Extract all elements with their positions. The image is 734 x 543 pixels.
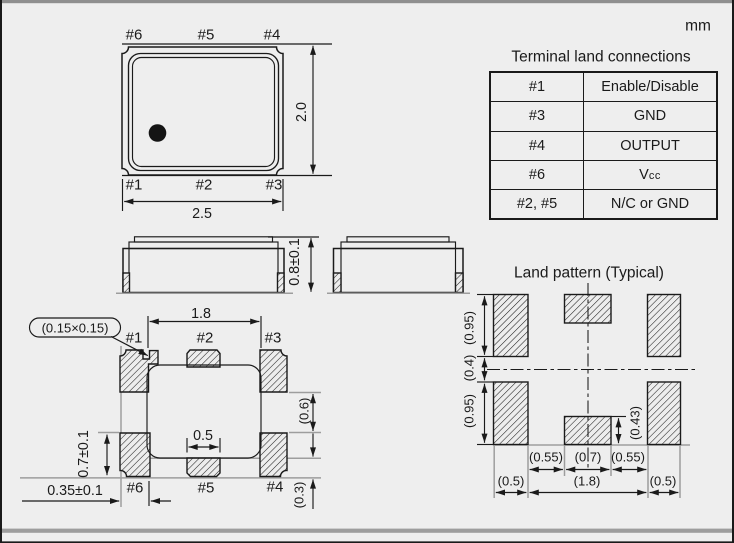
function-cell: N/C or GND (583, 189, 718, 220)
top-view-pin-label: #4 (263, 26, 281, 44)
dim-land-height-top: (0.95) (461, 310, 477, 345)
table-row: #1 Enable/Disable (489, 71, 718, 103)
frame-top-rule (0, 0, 734, 4)
land-right-top (646, 293, 682, 358)
bottom-view-pin-label: #5 (197, 479, 215, 496)
top-view-pin-label: #1 (125, 176, 143, 193)
body-outline (332, 247, 464, 294)
bottom-view (20, 316, 321, 509)
terminal-land-connections-table: #1 Enable/Disable #3 GND #4 OUTPUT #6 Vc… (489, 71, 718, 221)
table-row: #4 OUTPUT (489, 130, 718, 161)
pin-cell: #1 (489, 71, 584, 103)
land-left-bottom (492, 381, 529, 446)
bottom-view-pin-label: #6 (126, 479, 144, 496)
terminal-pad (332, 272, 342, 294)
lid-plate (346, 236, 450, 243)
lid-rim (340, 241, 457, 250)
dim-package-width: 2.5 (192, 205, 212, 222)
bottom-view-pin-label: #1 (125, 329, 143, 346)
pin-cell: #4 (489, 130, 584, 161)
dim-land-width-right: (0.5) (649, 473, 677, 489)
dim-center-pad-width: 0.5 (193, 427, 213, 444)
right-side-view (332, 236, 464, 294)
lid-rim (128, 241, 279, 250)
function-cell: Enable/Disable (583, 71, 718, 103)
dim-land-gap-left: (0.55) (529, 449, 563, 465)
vcc-subscript: cc (648, 170, 661, 183)
dim-side-gap: (0.6) (296, 397, 312, 425)
pin-cell: #2, #5 (489, 189, 584, 220)
frame-bottom-rule (0, 528, 734, 533)
bottom-view-pin-label: #4 (266, 478, 284, 496)
pad-5 (186, 457, 221, 478)
land-pattern-title: Land pattern (Typical) (514, 263, 664, 281)
bottom-view-pin-label: #3 (264, 329, 282, 346)
land-right-bottom (646, 381, 682, 446)
dim-package-thickness: 0.8±0.1 (286, 237, 303, 286)
callout-leader (110, 335, 149, 357)
callout-bubble (28, 317, 122, 338)
pin-cell: #3 (489, 101, 584, 132)
top-view-pin-label: #2 (195, 176, 213, 193)
top-view-pin-label: #5 (197, 26, 215, 44)
pin1-indicator-dot (148, 124, 167, 142)
front-side-view (122, 236, 285, 294)
dim-land-center-gap: (0.4) (461, 354, 477, 382)
terminal-pad (454, 272, 464, 294)
dim-land-gap-right: (0.55) (611, 449, 645, 465)
dim-bottom-gap: (0.3) (291, 481, 307, 508)
dim-land-center-pad-height: (0.43) (627, 406, 643, 440)
table-row: #6 Vcc (489, 159, 718, 191)
table-row: #3 GND (489, 101, 718, 132)
pad-1 (119, 349, 159, 393)
dim-corner-pad-height: 0.7±0.1 (75, 429, 92, 478)
function-cell: GND (583, 101, 718, 132)
pad-3 (259, 349, 288, 393)
pad-2 (186, 349, 221, 368)
castellation-callout: (0.15×0.15) (41, 320, 109, 335)
lid-outline-outer (127, 52, 280, 172)
top-view-pin-label: #3 (265, 176, 283, 193)
dim-land-inner-span: (1.8) (573, 473, 601, 489)
land-pattern (477, 283, 697, 498)
table-row: #2, #5 N/C or GND (489, 189, 718, 220)
package-outline (121, 46, 284, 176)
body-outline (122, 247, 285, 294)
terminal-pad (276, 272, 285, 294)
function-cell: OUTPUT (583, 130, 718, 161)
dim-land-center-pad-width: (0.7) (574, 449, 602, 465)
lid-outline-inner (131, 56, 276, 168)
dim-land-height-bottom: (0.95) (461, 393, 477, 428)
vcc-main: V (639, 167, 649, 184)
pad-4 (259, 432, 288, 478)
bottom-view-pin-label: #2 (196, 329, 214, 346)
top-view-pin-label: #6 (125, 26, 143, 44)
function-cell: Vcc (583, 159, 718, 191)
dim-land-width-left: (0.5) (497, 473, 525, 489)
terminal-pad (122, 272, 131, 294)
dim-inner-span: 1.8 (191, 305, 211, 322)
lid-plate (133, 236, 274, 243)
pin-cell: #6 (489, 159, 584, 191)
top-view (121, 43, 332, 211)
land-left-top (492, 293, 529, 358)
dim-package-height: 2.0 (293, 102, 310, 122)
pad-6 (119, 432, 151, 478)
table-title: Terminal land connections (511, 47, 691, 65)
dim-edge-margin: 0.35±0.1 (47, 482, 103, 499)
cavity-outline (146, 364, 262, 459)
units-label: mm (685, 16, 711, 34)
